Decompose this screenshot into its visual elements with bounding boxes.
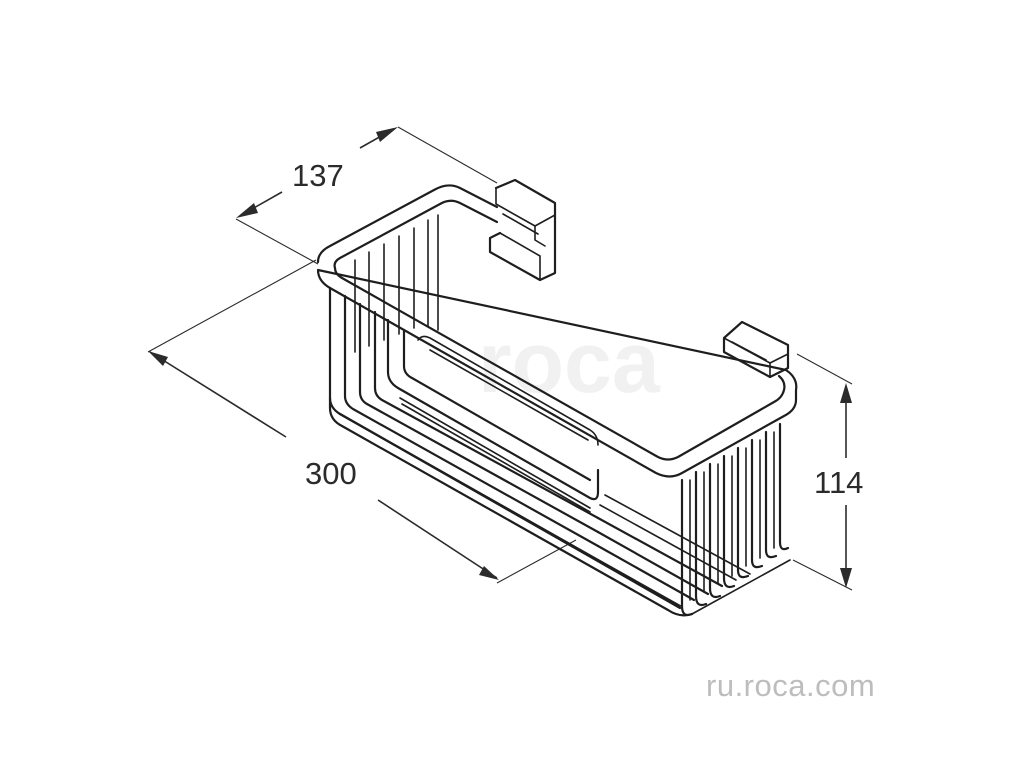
arrowhead — [840, 383, 852, 403]
bottom-tray — [386, 318, 600, 513]
back-wall-wires — [354, 214, 439, 353]
dimension-label-height: 114 — [814, 465, 863, 500]
dimension-line — [149, 351, 287, 438]
extension-line — [792, 559, 853, 591]
site-url-text: ru.roca.com — [706, 668, 876, 703]
mounting-bracket-upper — [488, 178, 557, 282]
dimension-width: 300 — [147, 259, 577, 584]
dimension-line — [377, 499, 498, 579]
arrowhead — [840, 568, 852, 588]
dimension-line — [251, 191, 283, 210]
front-horizontal-wires — [338, 412, 751, 610]
front-lower-bar — [328, 396, 694, 617]
dimension-label-depth: 137 — [292, 158, 344, 193]
extension-line — [496, 539, 577, 584]
arrowhead — [376, 127, 398, 142]
right-end-wires — [680, 422, 791, 617]
arrowhead — [479, 566, 499, 580]
top-rim-inner — [333, 199, 786, 461]
extension-line — [397, 126, 498, 184]
extension-line — [796, 353, 853, 385]
top-rim-outer — [316, 184, 798, 478]
roca-watermark-logo: roca — [478, 315, 661, 411]
extension-line — [235, 218, 319, 265]
dimension-label-width: 300 — [305, 456, 357, 491]
mounting-bracket-lower — [722, 320, 790, 379]
arrowhead — [148, 351, 168, 366]
dimension-height: 114 — [792, 353, 863, 591]
dimension-depth: 137 — [235, 126, 498, 265]
arrowhead — [236, 203, 258, 218]
wire-basket — [316, 178, 798, 617]
extension-line — [147, 259, 317, 353]
